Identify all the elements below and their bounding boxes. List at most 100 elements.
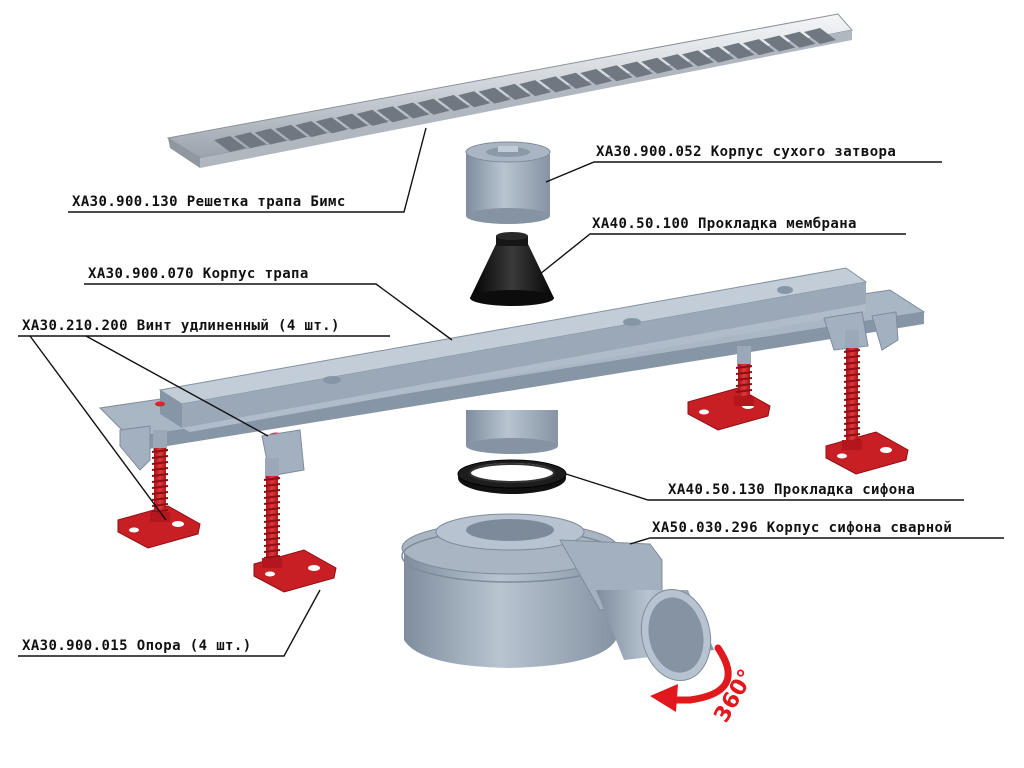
screw-thread <box>843 373 861 377</box>
grate-slot <box>519 80 552 97</box>
screw-thread <box>735 371 753 375</box>
leader-lines <box>18 127 1004 657</box>
screw-thread <box>151 491 169 495</box>
screw-thread <box>843 379 861 383</box>
support-hole <box>129 527 139 533</box>
screw-thread <box>843 355 861 359</box>
grate-slot <box>356 109 389 126</box>
grate-slot <box>254 128 287 145</box>
screw-thread <box>843 385 861 389</box>
grate-slot <box>498 83 531 100</box>
grate-slot <box>580 68 613 85</box>
screw-thread <box>151 485 169 489</box>
grate-slot <box>702 46 735 63</box>
screw-thread <box>843 367 861 371</box>
supports-group <box>117 330 909 593</box>
grate-slot <box>336 113 369 130</box>
screw-thread <box>735 383 753 387</box>
drain-body-part <box>98 267 926 477</box>
screw-thread <box>735 365 753 369</box>
screw-thread <box>735 389 753 393</box>
grate-slot <box>763 35 796 52</box>
rotation-badge: 360° <box>710 665 760 727</box>
grate-slot <box>417 98 450 115</box>
screw-thread <box>263 531 281 535</box>
grate-slot <box>397 102 430 119</box>
screw-thread <box>263 555 281 559</box>
support-post <box>845 330 859 352</box>
grate-slot <box>376 106 409 123</box>
screw-thread <box>843 427 861 431</box>
label-siphon-body: ХА50.030.296 Корпус сифона сварной <box>652 520 952 536</box>
screw-thread <box>843 415 861 419</box>
support-nut <box>734 396 754 406</box>
screw-thread <box>151 461 169 465</box>
grate-slot <box>458 91 491 108</box>
screw-thread <box>263 549 281 553</box>
grate-slot <box>214 136 246 152</box>
screw-thread <box>843 409 861 413</box>
screw-thread <box>263 477 281 481</box>
grate-slot <box>539 76 572 93</box>
grate-slot <box>742 39 775 56</box>
label-membrane: ХА40.50.100 Прокладка мембрана <box>592 216 857 232</box>
screw-thread <box>843 397 861 401</box>
grate-slot <box>783 31 816 48</box>
label-screw: ХА30.210.200 Винт удлиненный (4 шт.) <box>22 318 340 334</box>
screw-thread <box>735 377 753 381</box>
support-post <box>737 346 751 368</box>
screw-thread <box>263 537 281 541</box>
screw-thread <box>843 391 861 395</box>
support-nut <box>262 558 282 568</box>
labels: ХА30.900.130 Решетка трапа Бимс ХА30.900… <box>22 144 952 654</box>
screw-thread <box>843 433 861 437</box>
support-nut <box>150 512 170 522</box>
screw-thread <box>843 361 861 365</box>
support-screw <box>154 448 166 520</box>
grate-slot <box>620 61 653 78</box>
screw-thread <box>263 525 281 529</box>
screw-thread <box>151 467 169 471</box>
support-hole <box>265 571 275 577</box>
grate-slot <box>295 121 328 138</box>
screw-thread <box>151 479 169 483</box>
screw-thread <box>843 349 861 353</box>
label-siphon-gasket: ХА40.50.130 Прокладка сифона <box>668 482 915 498</box>
support-base <box>117 505 201 549</box>
screw-thread <box>151 449 169 453</box>
grate-slots <box>214 28 836 152</box>
siphon-body-part <box>401 513 714 682</box>
membrane-part <box>470 232 554 306</box>
grate-slot <box>661 54 694 71</box>
support-post <box>265 458 279 480</box>
label-drain-body: ХА30.900.070 Корпус трапа <box>88 266 309 282</box>
grate-slot <box>559 72 592 89</box>
grate-slot <box>641 57 674 74</box>
label-support: ХА30.900.015 Опора (4 шт.) <box>22 638 252 654</box>
grate-part <box>166 13 853 168</box>
screw-thread <box>843 421 861 425</box>
grate-slot <box>600 65 633 82</box>
label-dry-lock: ХА30.900.052 Корпус сухого затвора <box>596 144 896 160</box>
label-grate: ХА30.900.130 Решетка трапа Бимс <box>72 194 346 210</box>
screw-thread <box>263 489 281 493</box>
screw-thread <box>843 403 861 407</box>
grate-slot <box>437 95 470 112</box>
screw-thread <box>263 507 281 511</box>
support-post <box>153 430 167 452</box>
screw-thread <box>263 519 281 523</box>
grate-slot <box>722 42 755 59</box>
screw-thread <box>151 473 169 477</box>
siphon-gasket-part <box>457 459 567 494</box>
support-hole <box>308 565 320 571</box>
screw-thread <box>151 497 169 501</box>
support-hole <box>699 409 709 415</box>
grate-slot <box>315 117 348 134</box>
screw-thread <box>263 495 281 499</box>
screw-thread <box>263 543 281 547</box>
support-base <box>687 387 771 431</box>
grate-slot <box>681 50 714 67</box>
support-nut <box>842 440 862 450</box>
screw-thread <box>263 513 281 517</box>
rotation-arrow-icon <box>650 644 732 712</box>
